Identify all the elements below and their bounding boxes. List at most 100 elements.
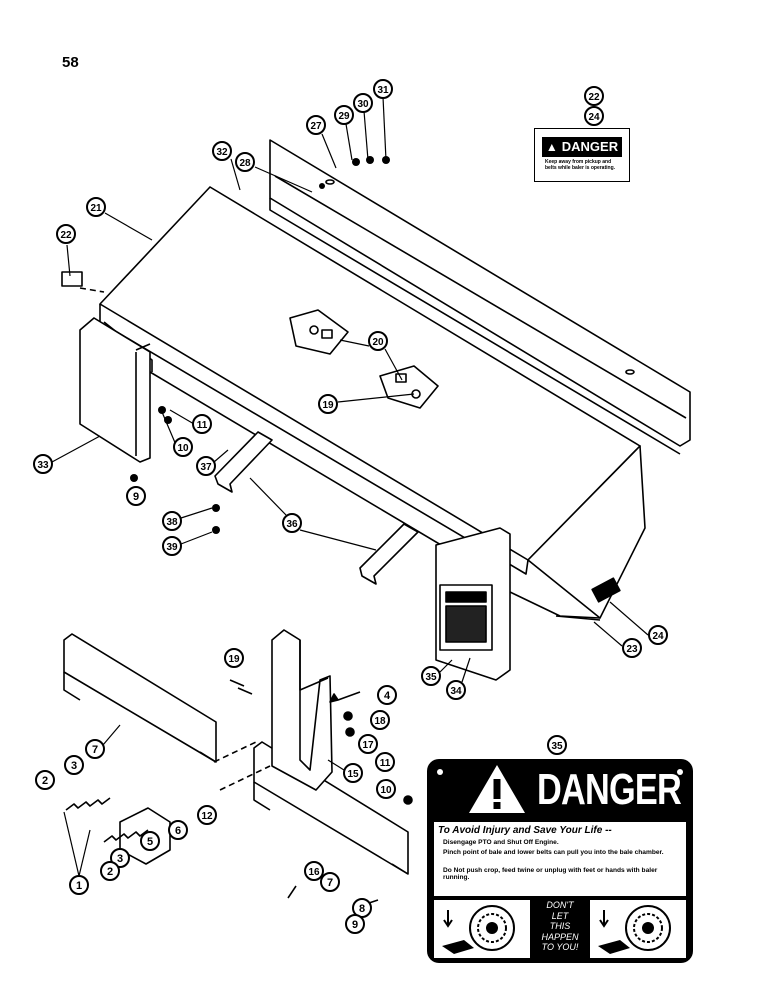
svg-text:8: 8 — [359, 903, 365, 915]
svg-text:7: 7 — [92, 744, 98, 756]
baler-hazard-pictogram — [590, 900, 686, 958]
small-decal-message: Keep away from pickup and belts while ba… — [545, 159, 616, 171]
svg-text:1: 1 — [76, 880, 82, 892]
svg-text:7: 7 — [327, 877, 333, 889]
svg-text:39: 39 — [166, 542, 178, 553]
callout-34: 34 — [446, 680, 466, 700]
callout-15: 15 — [343, 763, 363, 783]
callout-22: 22 — [584, 86, 604, 106]
callout-31: 31 — [373, 79, 393, 99]
svg-text:18: 18 — [374, 716, 386, 727]
svg-text:3: 3 — [117, 853, 123, 865]
callout-32: 32 — [212, 141, 232, 161]
callout-30: 30 — [353, 93, 373, 113]
svg-text:15: 15 — [347, 769, 359, 780]
warning-triangle-icon — [469, 765, 525, 813]
large-decal-header: DANGER — [427, 759, 693, 819]
svg-text:27: 27 — [310, 121, 322, 132]
large-decal-line-3: Do Not push crop, feed twine or unplug w… — [443, 867, 658, 881]
baler-hazard-pictogram — [434, 900, 530, 958]
svg-text:2: 2 — [42, 775, 48, 787]
svg-text:38: 38 — [166, 517, 178, 528]
svg-text:34: 34 — [450, 686, 462, 697]
callout-6: 6 — [168, 820, 188, 840]
callout-27: 27 — [306, 115, 326, 135]
callout-9: 9 — [345, 914, 365, 934]
callout-35: 35 — [421, 666, 441, 686]
warning-triangle-icon: ▲ — [545, 140, 558, 154]
callout-3: 3 — [110, 848, 130, 868]
callout-39: 39 — [162, 536, 182, 556]
svg-text:10: 10 — [177, 443, 189, 454]
decal-22-location — [61, 271, 83, 287]
callout-10: 10 — [173, 437, 193, 457]
callout-2: 2 — [35, 770, 55, 790]
svg-text:35: 35 — [551, 741, 563, 752]
callout-9: 9 — [126, 486, 146, 506]
callout-21: 21 — [86, 197, 106, 217]
callout-19: 19 — [318, 394, 338, 414]
svg-text:22: 22 — [60, 230, 72, 241]
callout-17: 17 — [358, 734, 378, 754]
decal-mount-hole — [677, 769, 683, 775]
callout-19: 19 — [224, 648, 244, 668]
svg-text:19: 19 — [228, 654, 240, 665]
svg-text:24: 24 — [652, 631, 664, 642]
callout-3: 3 — [64, 755, 84, 775]
svg-text:22: 22 — [588, 92, 600, 103]
svg-text:9: 9 — [352, 919, 358, 931]
svg-text:5: 5 — [147, 836, 153, 848]
callout-7: 7 — [85, 739, 105, 759]
large-decal-text: To Avoid Injury and Save Your Life -- Di… — [434, 822, 686, 896]
svg-text:30: 30 — [357, 99, 369, 110]
svg-text:24: 24 — [588, 112, 600, 123]
callout-5: 5 — [140, 831, 160, 851]
large-decal-line-2: Pinch point of bale and lower belts can … — [443, 849, 664, 856]
svg-text:4: 4 — [384, 690, 391, 702]
callout-11: 11 — [375, 752, 395, 772]
callout-12: 12 — [197, 805, 217, 825]
callout-33: 33 — [33, 454, 53, 474]
svg-text:35: 35 — [425, 672, 437, 683]
callout-7: 7 — [320, 872, 340, 892]
large-decal-subheader: To Avoid Injury and Save Your Life -- — [438, 825, 612, 836]
bracket-36-right — [359, 523, 419, 585]
callout-4: 4 — [377, 685, 397, 705]
svg-text:28: 28 — [239, 158, 251, 169]
callout-11: 11 — [192, 414, 212, 434]
callout-36: 36 — [282, 513, 302, 533]
svg-text:29: 29 — [338, 111, 350, 122]
page-number: 58 — [62, 54, 79, 71]
small-decal-header: ▲DANGER — [542, 137, 622, 157]
callout-10: 10 — [376, 779, 396, 799]
svg-text:12: 12 — [201, 811, 213, 822]
callout-24: 24 — [584, 106, 604, 126]
callout-18: 18 — [370, 710, 390, 730]
small-danger-decal: ▲DANGER Keep away from pickup and belts … — [534, 128, 630, 182]
callout-23: 23 — [622, 638, 642, 658]
large-decal-line-1: Disengage PTO and Shut Off Engine. — [443, 839, 559, 846]
callout-1: 1 — [69, 875, 89, 895]
svg-text:11: 11 — [380, 758, 391, 769]
bracket-15 — [271, 629, 333, 791]
svg-text:11: 11 — [197, 420, 208, 431]
bracket-36-left — [214, 431, 273, 493]
svg-text:32: 32 — [216, 147, 228, 158]
large-decal-title: DANGER — [537, 765, 682, 814]
svg-text:33: 33 — [37, 460, 49, 471]
callout-37: 37 — [196, 456, 216, 476]
svg-text:6: 6 — [175, 825, 181, 837]
svg-text:23: 23 — [626, 644, 638, 655]
svg-text:36: 36 — [286, 519, 298, 530]
side-panel-left — [63, 633, 217, 763]
callout-20: 20 — [368, 331, 388, 351]
callout-22: 22 — [56, 224, 76, 244]
svg-text:9: 9 — [133, 491, 139, 503]
callout-24: 24 — [648, 625, 668, 645]
rear-shield — [269, 139, 691, 447]
hood-rear-face — [527, 445, 646, 619]
large-danger-decal: DANGER To Avoid Injury and Save Your Lif… — [427, 759, 693, 963]
svg-text:16: 16 — [308, 867, 320, 878]
callout-16: 16 — [304, 861, 324, 881]
